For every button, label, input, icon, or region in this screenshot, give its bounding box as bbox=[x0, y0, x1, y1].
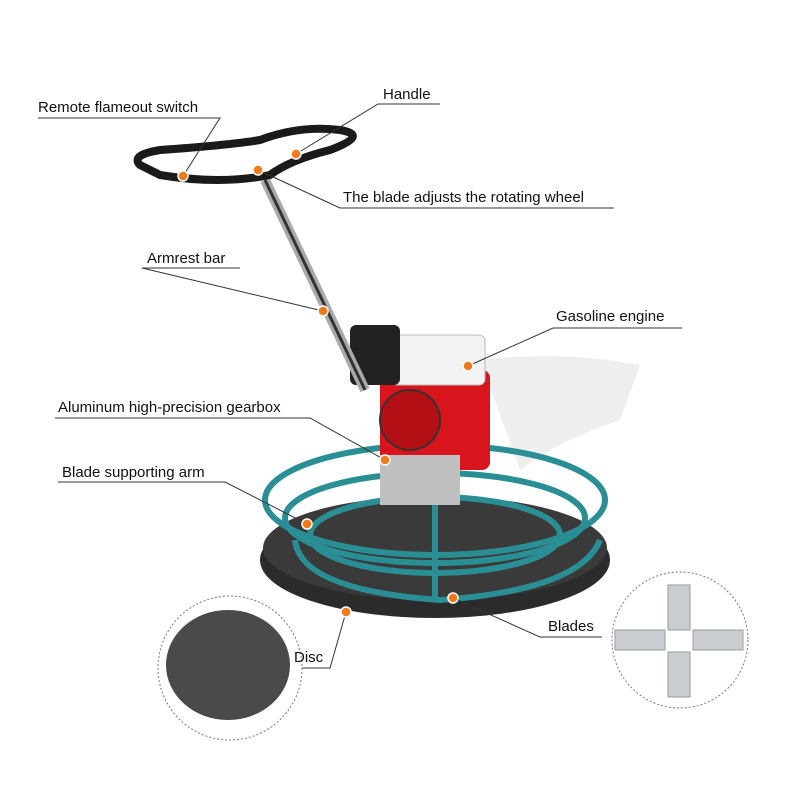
label-remote-flameout-switch: Remote flameout switch bbox=[38, 99, 199, 116]
leader-lines bbox=[38, 103, 682, 669]
label-blades: Blades bbox=[548, 618, 594, 635]
label-gearbox: Aluminum high-precision gearbox bbox=[58, 399, 281, 416]
gearbox bbox=[380, 455, 460, 505]
air-filter bbox=[350, 325, 400, 385]
blades-inset bbox=[611, 571, 749, 709]
label-blade-adjust-wheel: The blade adjusts the rotating wheel bbox=[343, 189, 584, 206]
label-blade-supporting-arm: Blade supporting arm bbox=[62, 464, 205, 481]
marker-dots bbox=[177, 148, 474, 618]
label-armrest-bar: Armrest bar bbox=[147, 250, 226, 267]
disc-image bbox=[166, 610, 290, 720]
recoil-starter bbox=[379, 389, 441, 451]
label-handle: Handle bbox=[383, 86, 431, 103]
label-disc: Disc bbox=[294, 649, 324, 666]
cable bbox=[263, 179, 367, 391]
shadow bbox=[480, 356, 640, 470]
fuel-tank bbox=[389, 334, 486, 386]
handle-loop bbox=[133, 124, 357, 184]
label-gasoline-engine: Gasoline engine bbox=[556, 308, 665, 325]
blades-image bbox=[614, 584, 744, 698]
